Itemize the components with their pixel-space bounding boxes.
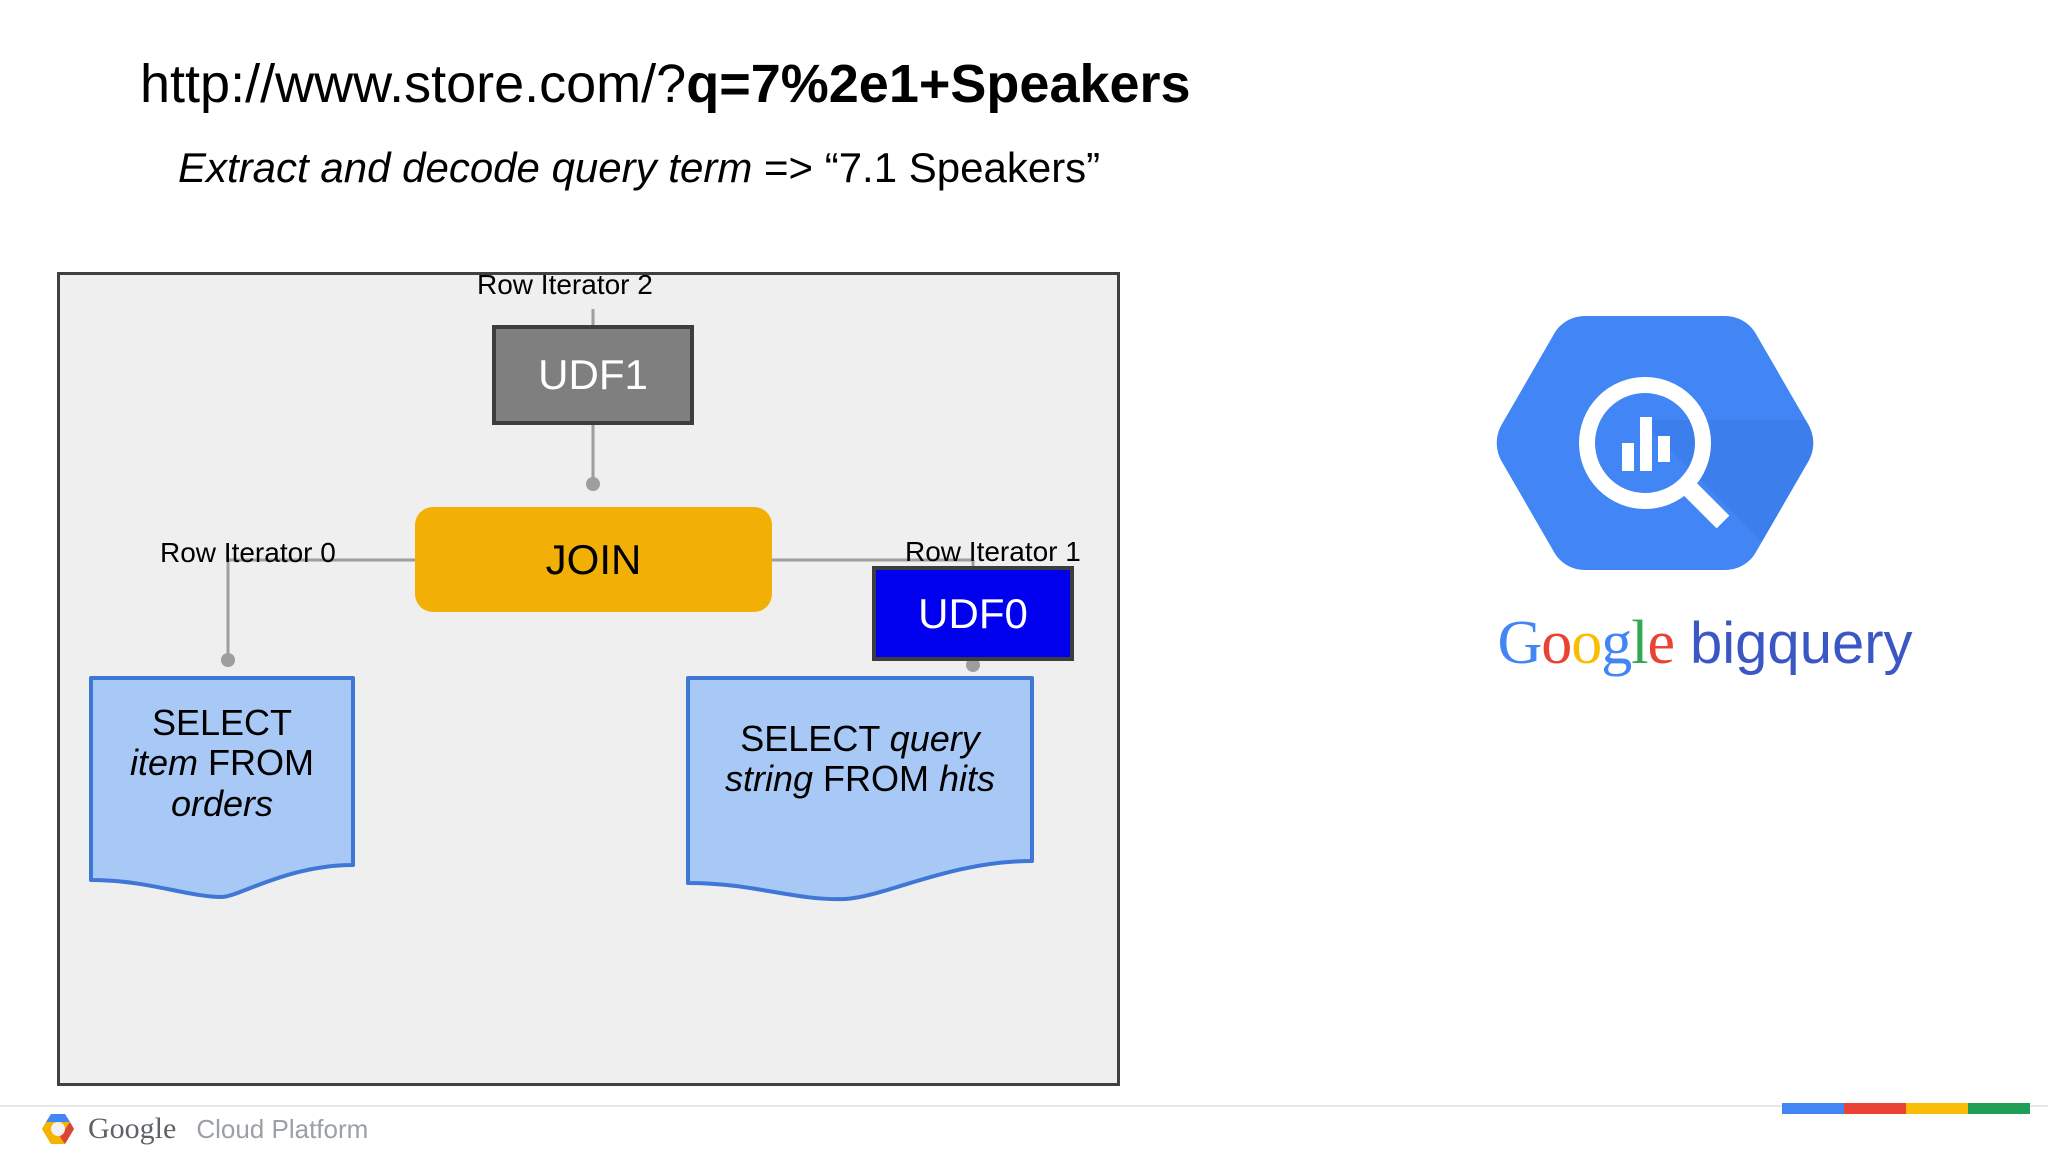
page-subtitle: Extract and decode query term => “7.1 Sp…: [178, 144, 1101, 191]
doc-left-line1: SELECT: [151, 702, 293, 743]
document-shape-left: [89, 676, 355, 899]
doc-right-italic-query: query: [889, 718, 980, 759]
doc-left-line2: item FROM: [88, 743, 356, 783]
footer-cloud-platform-text: Cloud Platform: [196, 1113, 369, 1144]
footer-google-text: Google: [88, 1112, 177, 1145]
google-cloud-platform-logo-icon: [42, 1114, 74, 1144]
google-letter-e: e: [1647, 609, 1676, 677]
footer-bar-blue: [1782, 1103, 1844, 1114]
google-letter-g2: g: [1601, 609, 1632, 677]
document-select-hits[interactable]: SELECT query string FROM hits: [685, 675, 1035, 903]
bigquery-product-name: bigquery: [1690, 611, 1913, 676]
node-udf1[interactable]: UDF1: [492, 325, 694, 425]
google-letter-o2: o: [1571, 609, 1602, 677]
connector-dot-udf1-join: [586, 477, 600, 491]
google-letter-o1: o: [1541, 609, 1572, 677]
label-row-iterator-2: Row Iterator 2: [477, 269, 653, 300]
doc-left-from: FROM: [198, 742, 314, 784]
footer-bar-red: [1844, 1103, 1906, 1114]
google-letter-g1: G: [1497, 609, 1542, 677]
query-plan-diagram: Row Iterator 2 Row Iterator 0 Row Iterat…: [57, 269, 1120, 1086]
footer-bar-yellow: [1906, 1103, 1968, 1114]
label-row-iterator-0: Row Iterator 0: [160, 537, 336, 568]
node-udf1-label: UDF1: [538, 351, 648, 398]
bigquery-hexagon-icon: [1496, 316, 1814, 570]
subtitle-roman-text: => “7.1 Speakers”: [752, 144, 1101, 191]
bar-chart-bar-3: [1658, 436, 1670, 462]
bar-chart-bar-2: [1640, 417, 1652, 471]
node-join-label: JOIN: [545, 535, 642, 583]
doc-left-line3: orders: [88, 782, 356, 824]
doc-left-italic-item: item: [130, 742, 199, 784]
footer-color-bars: [1782, 1103, 2030, 1114]
subtitle-italic-text: Extract and decode query term: [178, 144, 753, 191]
footer-brand: Google Cloud Platform: [40, 1112, 368, 1146]
magnifier-handle-icon: [1680, 479, 1730, 529]
connector-dot-doc-left: [221, 653, 235, 667]
node-udf0[interactable]: UDF0: [872, 566, 1074, 661]
document-select-orders[interactable]: SELECT item FROM orders: [88, 675, 356, 903]
document-right-text: SELECT query string FROM hits: [685, 718, 1035, 800]
doc-right-from: FROM: [813, 758, 939, 800]
google-letter-l: l: [1631, 609, 1648, 677]
node-udf0-label: UDF0: [918, 589, 1028, 637]
bigquery-logo: [1490, 300, 1820, 600]
document-left-text: SELECT item FROM orders: [88, 702, 356, 824]
bar-chart-bar-1: [1622, 443, 1634, 471]
footer-divider: [0, 1105, 2048, 1107]
doc-right-line1: SELECT query: [685, 718, 1035, 759]
document-shape-right: [686, 676, 1034, 902]
connector-dot-doc-right: [966, 658, 980, 672]
node-join[interactable]: JOIN: [415, 507, 772, 612]
footer-bar-green: [1968, 1103, 2030, 1114]
doc-right-italic-hits: hits: [938, 758, 996, 800]
url-base-text: http://www.store.com/?: [140, 54, 687, 114]
doc-left-italic-orders: orders: [170, 782, 274, 824]
url-query-text: q=7%2e1+Speakers: [686, 54, 1191, 114]
page-title: http://www.store.com/?q=7%2e1+Speakers: [140, 54, 1191, 114]
label-row-iterator-1: Row Iterator 1: [905, 536, 1081, 567]
doc-right-select: SELECT: [740, 718, 890, 759]
doc-right-italic-string: string: [724, 758, 813, 800]
magnifier-ring-icon: [1579, 377, 1711, 509]
doc-right-line2: string FROM hits: [685, 759, 1035, 799]
google-wordmark: Google: [1497, 609, 1676, 677]
